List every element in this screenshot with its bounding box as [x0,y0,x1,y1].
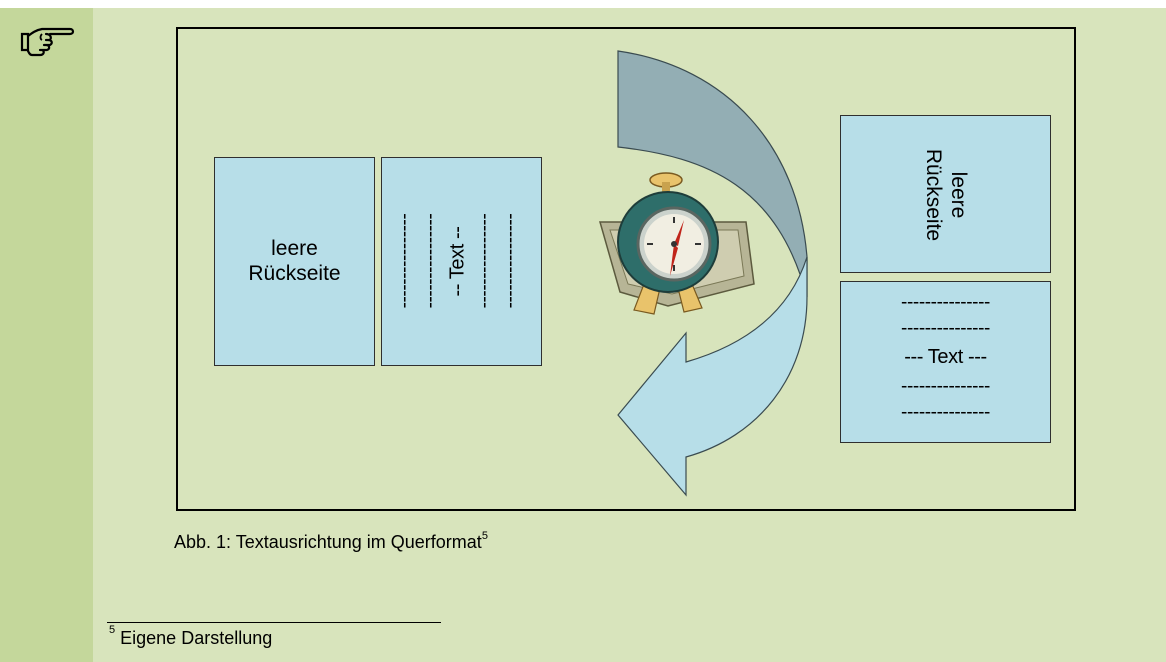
dash-line: --------------- [901,402,990,423]
figure-caption: Abb. 1: Textausrichtung im Querformat5 [174,530,488,553]
caption-text: Abb. 1: Textausrichtung im Querformat [174,532,482,552]
right-blank-label: leere Rückseite [921,145,971,245]
right-blank-page: leere Rückseite [840,115,1051,273]
footnote: 5 Eigene Darstellung [109,624,273,649]
curved-arrow-icon [617,50,808,497]
dash-line: --------------- [901,292,990,313]
blank-label-line1: leere [271,237,318,260]
footnote-text: Eigene Darstellung [120,628,273,648]
blank-label-line1: leere [947,171,970,219]
blank-label-line2: Rückseite [922,148,945,242]
dash-line: --------------- [901,376,990,397]
margin-strip [0,8,93,662]
alarm-clock-icon [599,172,755,315]
rotated-dash-line: ---------------- [420,213,441,309]
rotated-text-label: -- Text -- [446,226,469,297]
rotated-dash-line: ---------------- [500,213,521,309]
left-text-page: ---------------- ---------------- -- Tex… [381,157,542,366]
footnote-reference[interactable]: 5 [481,530,488,542]
left-blank-page: leere Rückseite [214,157,375,366]
rotated-dash-line: ---------------- [394,213,415,309]
footnote-separator [107,622,441,623]
text-label: --- Text --- [904,346,987,368]
right-text-page: --------------- --------------- --- Text… [840,281,1051,443]
footnote-number: 5 [109,624,116,636]
pointing-hand-icon [20,27,75,57]
note-panel: leere Rückseite ---------------- -------… [0,8,1166,662]
dash-line: --------------- [901,318,990,339]
figure-frame: leere Rückseite ---------------- -------… [176,27,1076,511]
left-blank-label: leere Rückseite [215,236,374,286]
rotated-dash-line: ---------------- [474,213,495,309]
blank-label-line2: Rückseite [248,262,341,285]
